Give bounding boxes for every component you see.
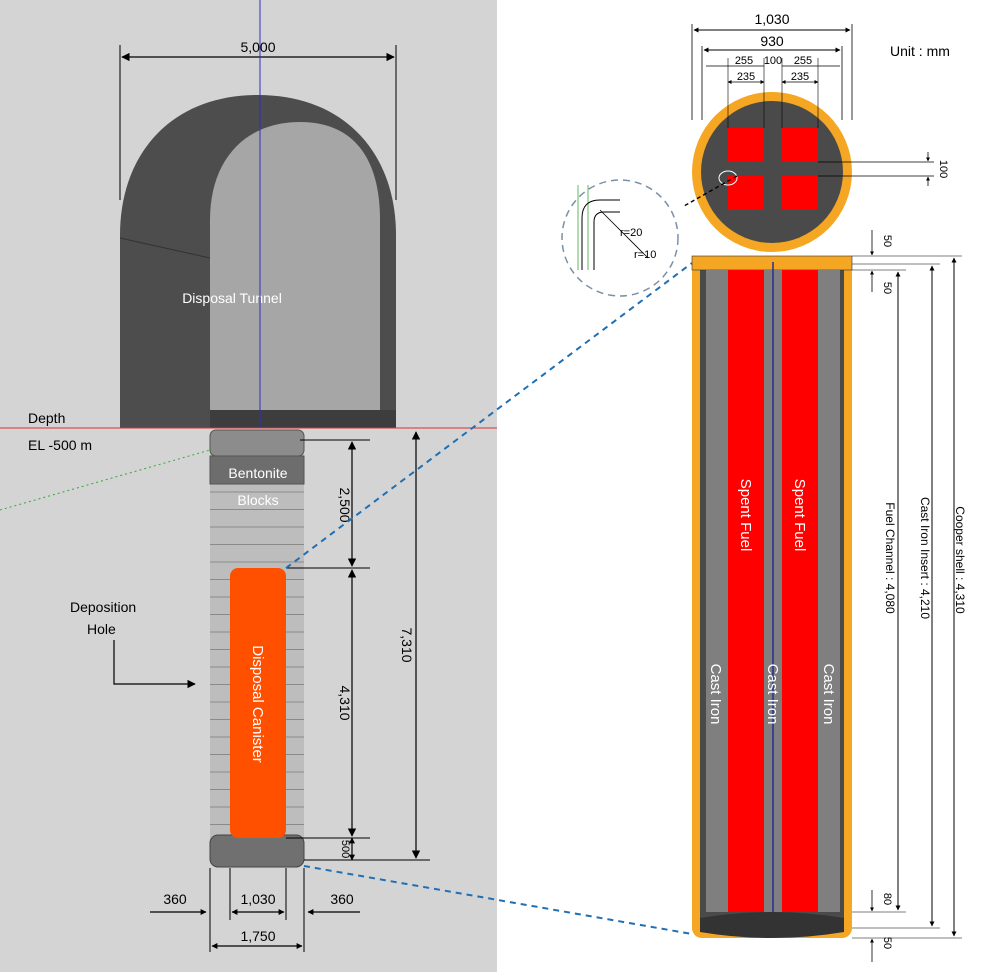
bentonite-label-line2: Blocks [237, 492, 278, 508]
ground-guide-line [0, 449, 211, 511]
radius-inner-value: r=10 [634, 249, 656, 261]
detail-guide-lines [577, 185, 589, 270]
dim-top-50a-value: 50 [881, 235, 893, 247]
fuel-channel-bottom-left [728, 176, 764, 210]
tunnel-width-value: 5,000 [240, 39, 275, 55]
dim-side-right-value: 360 [330, 891, 354, 907]
dim-top-50b-value: 50 [881, 282, 893, 294]
depth-label: Depth [28, 410, 65, 426]
insert-bottom-base [700, 912, 844, 938]
dim-top-value: 2,500 [337, 487, 353, 522]
deposition-label-line2: Hole [87, 621, 116, 637]
tunnel-label: Disposal Tunnel [182, 290, 282, 306]
unit-label: Unit : mm [890, 43, 950, 59]
bentonite-label-line1: Bentonite [228, 465, 287, 481]
dim-inner-value: 930 [760, 33, 784, 49]
dim-total-value: 7,310 [399, 627, 415, 662]
detail-inner-corner [593, 211, 620, 270]
copper-shell-label: Cooper shell : 4,310 [953, 506, 967, 614]
dim-255-right-value: 255 [794, 55, 812, 67]
deposition-pointer-arrow [113, 640, 196, 689]
dim-bottom-value: 500 [339, 840, 351, 858]
cast-iron-center-label: Cast Iron [764, 664, 781, 725]
disposal-canister [230, 568, 286, 838]
cast-iron-right-label: Cast Iron [820, 664, 837, 725]
cast-iron-left-label: Cast Iron [707, 664, 724, 725]
leader-line-top [285, 262, 693, 569]
dim-235-right-value: 235 [791, 71, 809, 83]
dim-bottom-80-value: 80 [881, 893, 893, 905]
spent-fuel-channel-left [728, 270, 764, 912]
fuel-channel-bottom-right [782, 176, 818, 210]
elevation-label: EL -500 m [28, 437, 92, 453]
dim-side-left-value: 360 [163, 891, 187, 907]
tunnel-inner-wall [210, 122, 380, 420]
dim-outer-value: 1,030 [754, 11, 789, 27]
fuel-channel-label: Fuel Channel : 4,080 [883, 502, 897, 614]
dim-hole-width-value: 1,750 [240, 928, 275, 944]
tunnel-edge-line [119, 237, 211, 259]
deposition-label-line1: Deposition [70, 599, 136, 615]
detail-callout-circle [561, 179, 679, 297]
dim-channel-gap-value: 100 [937, 160, 949, 178]
radius-outer-value: r=20 [620, 227, 642, 239]
dim-canister-value: 4,310 [337, 685, 353, 720]
bentonite-block-dark [209, 455, 305, 485]
cast-iron-band-left [706, 270, 728, 912]
bentonite-bottom-block [209, 834, 305, 868]
detail-callout-leader [683, 175, 738, 207]
dim-canister-width-value: 1,030 [240, 891, 275, 907]
dim-255-left-value: 255 [735, 55, 753, 67]
spent-fuel-right-label: Spent Fuel [791, 479, 808, 552]
canister-label: Disposal Canister [249, 645, 266, 763]
fuel-channel-top-right [782, 128, 818, 162]
copper-lid [691, 255, 853, 271]
dim-235-left-value: 235 [737, 71, 755, 83]
spent-fuel-left-label: Spent Fuel [737, 479, 754, 552]
cast-iron-band-right [818, 270, 840, 912]
cast-iron-insert-label: Cast Iron Insert : 4,210 [918, 497, 932, 619]
dim-bottom-50-value: 50 [881, 937, 893, 949]
detail-callout-marker [718, 170, 738, 186]
detail-radius-line [599, 209, 649, 259]
detail-outer-corner [581, 199, 620, 270]
bentonite-top-block [209, 429, 305, 457]
spent-fuel-channel-right [782, 270, 818, 912]
fuel-channel-top-left [728, 128, 764, 162]
dim-100-value: 100 [764, 55, 782, 67]
tunnel-floor [210, 410, 396, 428]
